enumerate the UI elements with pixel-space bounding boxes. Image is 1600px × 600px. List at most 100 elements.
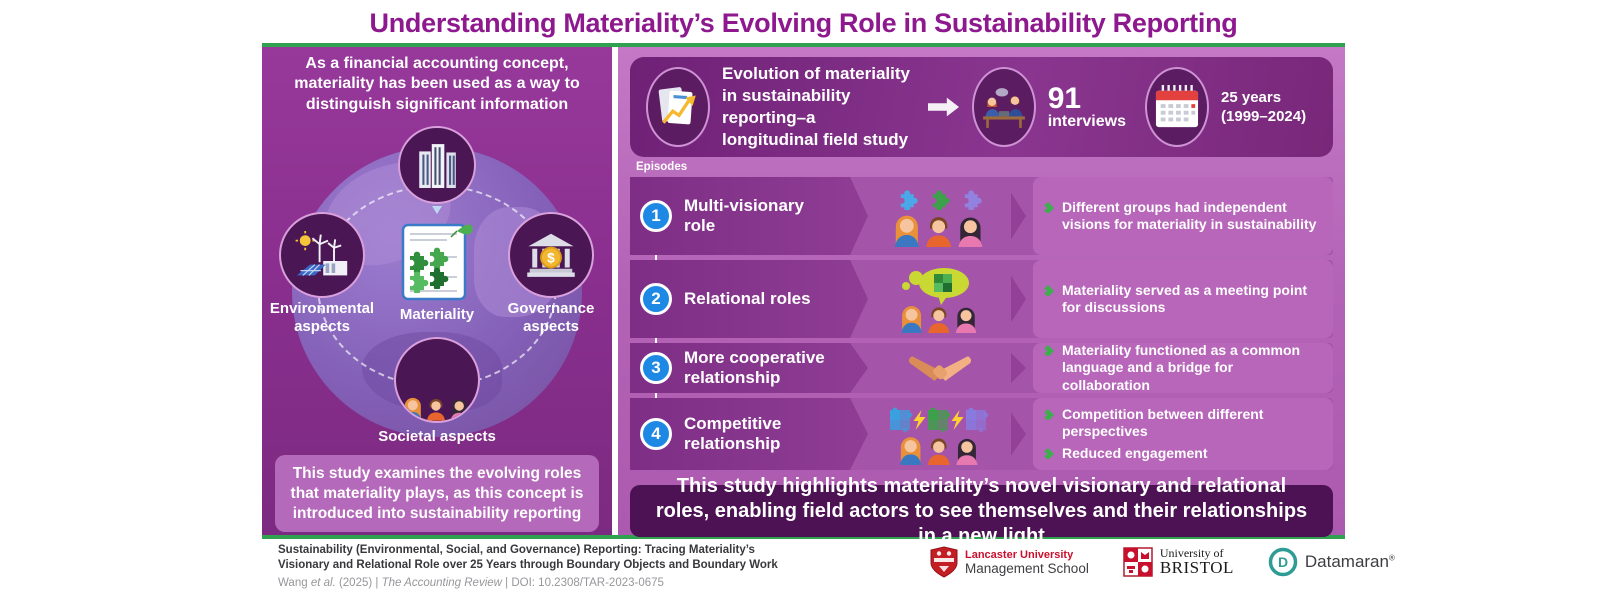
finding-item: Materiality functioned as a common langu… xyxy=(1043,342,1323,393)
partner-logos: Lancaster University Management School U… xyxy=(930,546,1395,578)
svg-text:D: D xyxy=(1278,554,1288,570)
datamaran-icon: D xyxy=(1268,547,1298,577)
environmental-node xyxy=(279,212,365,298)
lancaster-line2: Management School xyxy=(965,560,1089,576)
episode-2-findings: Materiality served as a meeting point fo… xyxy=(1033,260,1333,338)
puzzle-pieces-people-icon xyxy=(868,186,1011,247)
arrow-to-center-icon xyxy=(432,206,442,214)
arrow-right-icon xyxy=(927,97,959,117)
corporate-buildings-node xyxy=(398,126,476,204)
citation-authors: Wang xyxy=(278,576,311,589)
finding-text: Materiality functioned as a common langu… xyxy=(1062,342,1301,393)
chevron-icon xyxy=(1011,353,1026,383)
conclusion-banner: This study highlights materiality’s nove… xyxy=(630,475,1333,547)
citation-doi: | DOI: 10.2308/TAR-2023-0675 xyxy=(501,576,664,589)
puzzle-bullet-icon xyxy=(1043,343,1056,356)
finding-item: Competition between different perspectiv… xyxy=(1043,406,1323,440)
chevron-icon xyxy=(1011,275,1026,323)
societal-label: Societal aspects xyxy=(378,428,496,445)
citation-year: (2025) | xyxy=(335,576,382,589)
datamaran-logo: D Datamaran® xyxy=(1268,547,1395,577)
bank-icon: $ xyxy=(527,233,575,277)
left-panel: As a financial accounting concept, mater… xyxy=(262,47,612,535)
episode-4-findings: Competition between different perspectiv… xyxy=(1033,398,1333,470)
puzzle-bullet-icon xyxy=(1043,407,1056,420)
study-examines-box: This study examines the evolving roles t… xyxy=(275,455,599,533)
duration-years: 25 years xyxy=(1221,88,1282,106)
citation-title-line2: Visionary and Relational Role over 25 Ye… xyxy=(278,558,778,571)
materiality-document xyxy=(399,217,475,303)
citation-title-line1: Sustainability (Environmental, Social, a… xyxy=(278,544,755,556)
episode-2-number: 2 xyxy=(640,283,672,315)
interviews-label: interviews xyxy=(1047,113,1126,131)
interviews-oval xyxy=(971,67,1036,147)
episode-2-label: Relational roles xyxy=(684,288,811,308)
buildings-icon xyxy=(419,144,456,188)
episode-3-label: More cooperative relationship xyxy=(684,347,825,387)
materiality-document-icon xyxy=(401,223,473,301)
finding-text: Materiality served as a meeting point fo… xyxy=(1062,281,1308,315)
bristol-crest-icon xyxy=(1123,547,1153,577)
lancaster-shield-icon xyxy=(930,546,958,578)
episode-2-band: 2 Relational roles xyxy=(630,260,868,338)
episode-4-label: Competitive relationship xyxy=(684,413,782,453)
episode-1-number: 1 xyxy=(640,200,672,232)
finding-text: Competition between different perspectiv… xyxy=(1062,405,1264,439)
citation-etal: et al. xyxy=(310,576,336,589)
puzzle-bullet-icon xyxy=(1043,200,1056,213)
discussion-bubbles-icon xyxy=(868,266,1011,333)
episode-row-4: 4 Competitive relationship xyxy=(630,398,1333,470)
finding-text: Different groups had independent visions… xyxy=(1062,198,1317,232)
datamaran-label: Datamaran xyxy=(1304,552,1389,571)
chevron-icon xyxy=(1011,412,1026,456)
citation-source: Wang et al. (2025) | The Accounting Revi… xyxy=(278,576,778,591)
competing-puzzles-icon xyxy=(868,404,1011,465)
interviews-stat: 91 interviews xyxy=(1048,83,1133,131)
finding-item: Materiality served as a meeting point fo… xyxy=(1043,282,1323,316)
duration-oval xyxy=(1145,67,1210,147)
interview-people-icon xyxy=(982,88,1025,128)
episode-4-band: 4 Competitive relationship xyxy=(630,398,868,470)
episode-3-number: 3 xyxy=(640,352,672,384)
citation: Sustainability (Environmental, Social, a… xyxy=(278,543,778,591)
study-header-banner: Evolution of materiality in sustainabili… xyxy=(630,57,1333,157)
field-study-oval xyxy=(646,67,710,147)
study-duration: 25 years (1999–2024) xyxy=(1221,88,1317,127)
calendar-icon xyxy=(1155,85,1199,128)
lancaster-logo: Lancaster University Management School xyxy=(930,546,1089,578)
bristol-line2: BRISTOL xyxy=(1159,558,1234,578)
puzzle-bullet-icon xyxy=(1043,446,1056,459)
episodes-label: Episodes xyxy=(636,161,688,173)
episode-1-label: Multi-visionary role xyxy=(684,195,804,235)
top-divider-line xyxy=(262,43,1345,47)
registered-mark: ® xyxy=(1388,553,1395,563)
finding-text: Reduced engagement xyxy=(1062,445,1208,462)
episode-1-findings: Different groups had independent visions… xyxy=(1033,177,1333,255)
bristol-line1: University of xyxy=(1159,545,1224,560)
right-panel: Evolution of materiality in sustainabili… xyxy=(618,47,1345,547)
episodes-section: Episodes 1 Multi-visionary role xyxy=(630,161,1333,479)
bristol-text: University of BRISTOL xyxy=(1160,547,1234,577)
episode-row-3: 3 More cooperative relationship xyxy=(630,342,1333,393)
lancaster-line1: Lancaster University xyxy=(965,548,1074,561)
environmental-label: Environmental aspects xyxy=(269,300,375,335)
societal-node xyxy=(394,337,480,423)
bristol-logo: University of BRISTOL xyxy=(1123,547,1234,577)
episode-row-1: 1 Multi-visionary role xyxy=(630,177,1333,255)
episode-1-band: 1 Multi-visionary role xyxy=(630,177,868,255)
episode-row-2: 2 Relational roles xyxy=(630,260,1333,338)
finding-item: Different groups had independent visions… xyxy=(1043,199,1323,233)
lancaster-text: Lancaster University Management School xyxy=(965,549,1089,576)
materiality-intro-text: As a financial accounting concept, mater… xyxy=(294,55,580,113)
duration-range: (1999–2024) xyxy=(1221,108,1307,125)
citation-journal: The Accounting Review xyxy=(381,576,502,589)
materiality-label: Materiality xyxy=(399,306,475,323)
interviews-count: 91 xyxy=(1047,81,1082,115)
bottom-divider-line xyxy=(262,535,1345,539)
episode-3-findings: Materiality functioned as a common langu… xyxy=(1033,342,1333,393)
datamaran-text: Datamaran® xyxy=(1305,552,1395,572)
governance-label: Governance aspects xyxy=(507,300,595,335)
documents-chart-icon xyxy=(658,87,696,125)
episode-4-number: 4 xyxy=(640,418,672,450)
